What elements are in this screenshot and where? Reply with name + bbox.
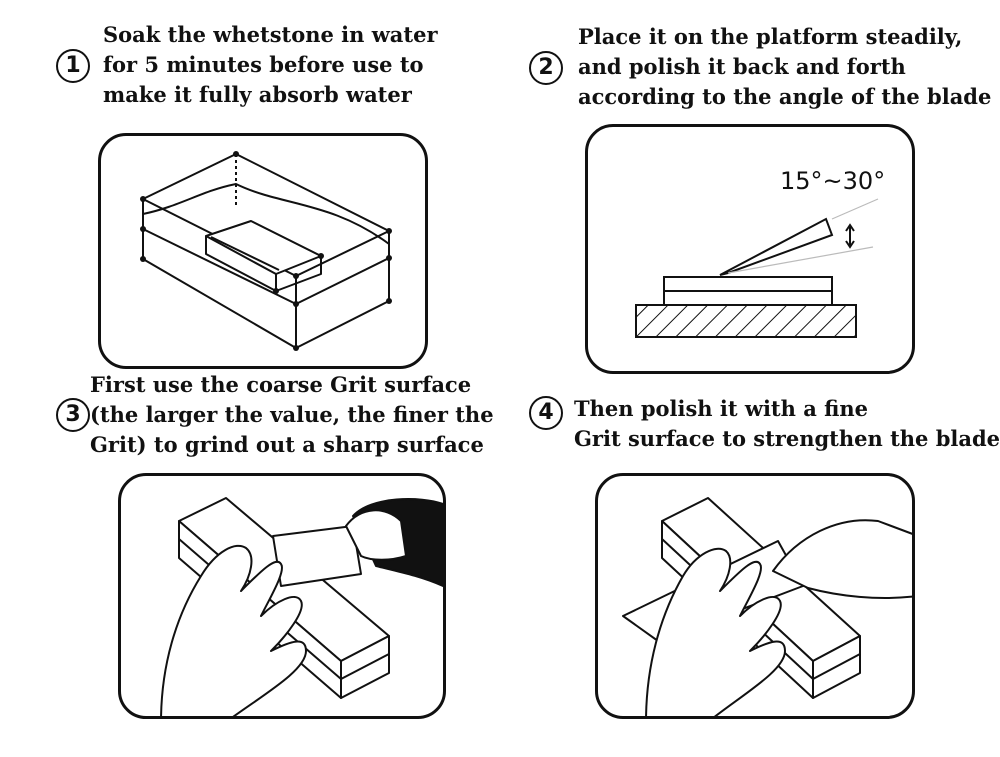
step-3-number: 3: [56, 398, 90, 432]
soaking-whetstone-drawing: [140, 151, 392, 351]
step-1-line-3: make it fully absorb water: [103, 82, 412, 107]
coarse-grinding-drawing: [160, 497, 443, 716]
angle-polishing-drawing: 15°~30°: [635, 167, 885, 338]
step-2-number: 2: [529, 51, 563, 85]
step-1-number: 1: [56, 49, 90, 83]
step-4-illustration: [595, 473, 915, 719]
step-3-line-3: Grit) to grind out a sharp surface: [90, 432, 484, 457]
step-2-caption: Place it on the platform steadily, and p…: [578, 22, 991, 112]
step-2-line-2: and polish it back and forth: [578, 54, 906, 79]
step-4-caption: Then polish it with a fine Grit surface …: [574, 394, 1000, 454]
step-1-line-2: for 5 minutes before use to: [103, 52, 424, 77]
step-1-illustration: [98, 133, 428, 369]
step-3-line-1: First use the coarse Grit surface: [90, 372, 472, 397]
step-3-caption: First use the coarse Grit surface (the l…: [90, 370, 494, 460]
angle-range-label: 15°~30°: [780, 167, 885, 195]
step-4-line-1: Then polish it with a fine: [574, 396, 869, 421]
step-2-illustration: 15°~30°: [585, 124, 915, 374]
step-4-line-2: Grit surface to strengthen the blade: [574, 426, 1000, 451]
step-2-line-3: according to the angle of the blade: [578, 84, 992, 109]
fine-polishing-drawing: [622, 497, 912, 716]
step-3-line-2: (the larger the value, the finer the: [90, 402, 494, 427]
step-3-illustration: [118, 473, 446, 719]
step-1-caption: Soak the whetstone in water for 5 minute…: [103, 20, 438, 110]
step-4-number: 4: [529, 396, 563, 430]
step-1-line-1: Soak the whetstone in water: [103, 22, 438, 47]
step-2-line-1: Place it on the platform steadily,: [578, 24, 963, 49]
